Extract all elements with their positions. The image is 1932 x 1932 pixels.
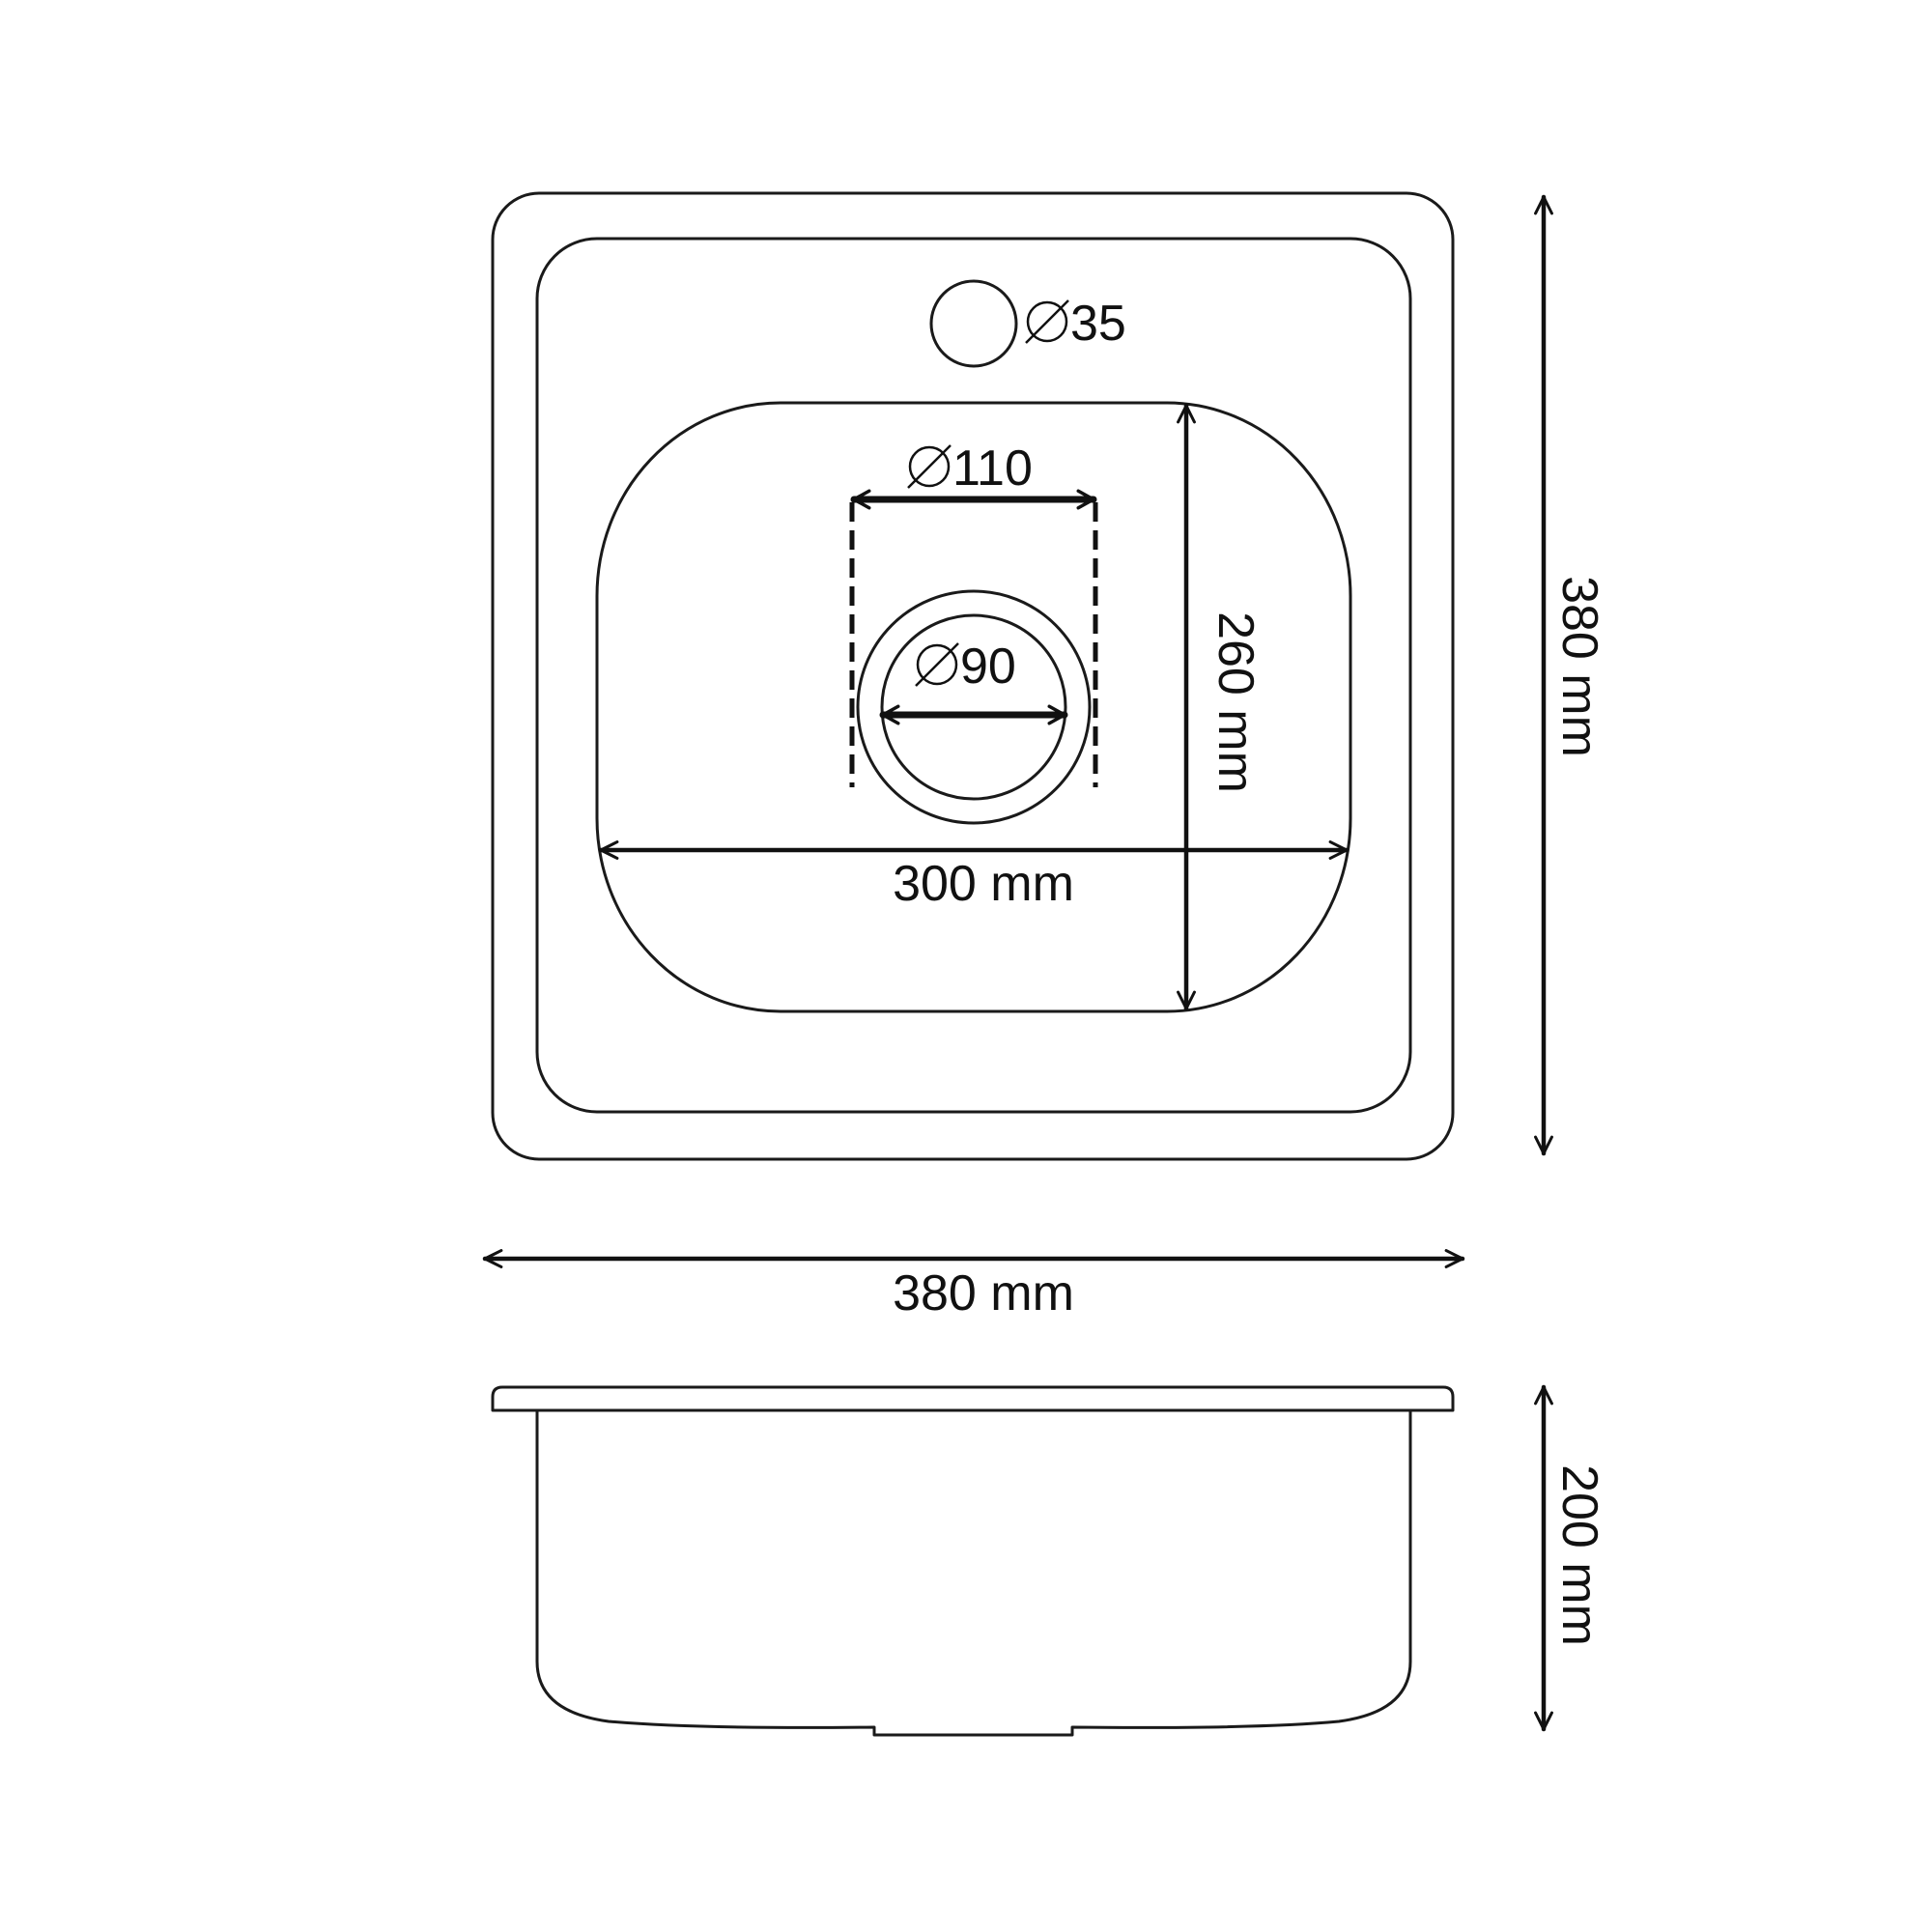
- side-view: [491, 1385, 1455, 1737]
- sink-width-label: 380 mm: [893, 1265, 1074, 1321]
- sink-height-label: 380 mm: [1551, 576, 1607, 757]
- drain-outer-ring: [856, 589, 1092, 825]
- sink-side-rim: [491, 1385, 1455, 1412]
- diameter-symbol-icon: [907, 444, 952, 489]
- bowl-length-label: 260 mm: [1208, 611, 1264, 793]
- sink-outer-rim: [491, 191, 1455, 1161]
- sink-depth-label: 200 mm: [1551, 1464, 1607, 1646]
- diameter-symbol-icon: [1025, 299, 1069, 344]
- bowl-width-label: 300 mm: [893, 856, 1074, 912]
- drain-inner-label: 90: [960, 639, 1016, 695]
- bowl-outline: [595, 401, 1352, 1013]
- diameter-symbol-icon: [915, 642, 959, 687]
- drain-outer-label: 110: [952, 440, 1033, 497]
- faucet-hole: [929, 279, 1018, 368]
- sink-side-bowl: [535, 1408, 1412, 1737]
- faucet-hole-label: 35: [1070, 296, 1126, 352]
- sink-inner-rim: [535, 237, 1412, 1114]
- top-view: 35 110 90 300 mm 260 mm: [491, 191, 1455, 1161]
